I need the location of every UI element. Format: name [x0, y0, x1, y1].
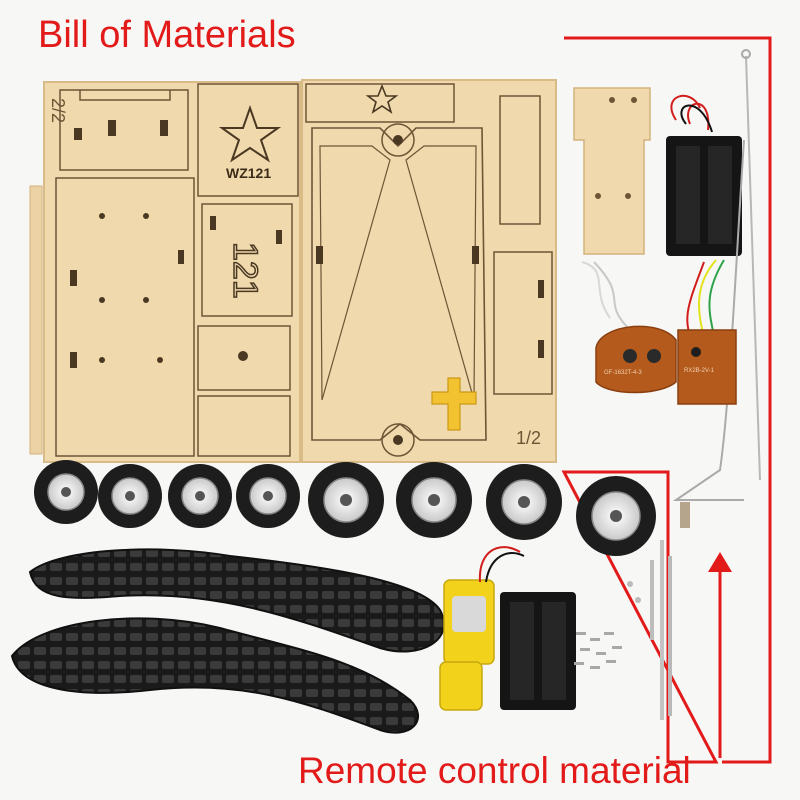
gear-motor	[439, 546, 525, 711]
motor-battery-box	[500, 592, 576, 710]
transmitter-pcb-marking: GF-1632T-4-3	[604, 370, 642, 376]
remote-control-kit	[561, 36, 772, 764]
wheel	[486, 464, 562, 540]
wheel-set	[34, 460, 656, 556]
page-title: Bill of Materials	[38, 14, 296, 56]
wheel	[308, 462, 384, 538]
receiver-pcb-marking: RX2B-2V-1	[684, 368, 715, 374]
wheel	[98, 464, 162, 528]
wheel	[168, 464, 232, 528]
wheel	[576, 476, 656, 556]
tank-tracks	[10, 548, 445, 734]
side-number-marking: 121	[226, 242, 264, 299]
model-marking: WZ121	[226, 165, 271, 181]
wood-sheet-left	[29, 81, 301, 463]
small-hardware	[574, 540, 672, 720]
wheel	[396, 462, 472, 538]
wood-sheet-right	[301, 79, 557, 463]
sheet-marking-2of2: 2/2	[48, 98, 68, 123]
arrow-up-icon	[708, 552, 732, 758]
sheet-marking-1of2: 1/2	[516, 428, 541, 448]
wheel	[236, 464, 300, 528]
wheel	[34, 460, 98, 524]
remote-control-label: Remote control material	[298, 750, 691, 791]
